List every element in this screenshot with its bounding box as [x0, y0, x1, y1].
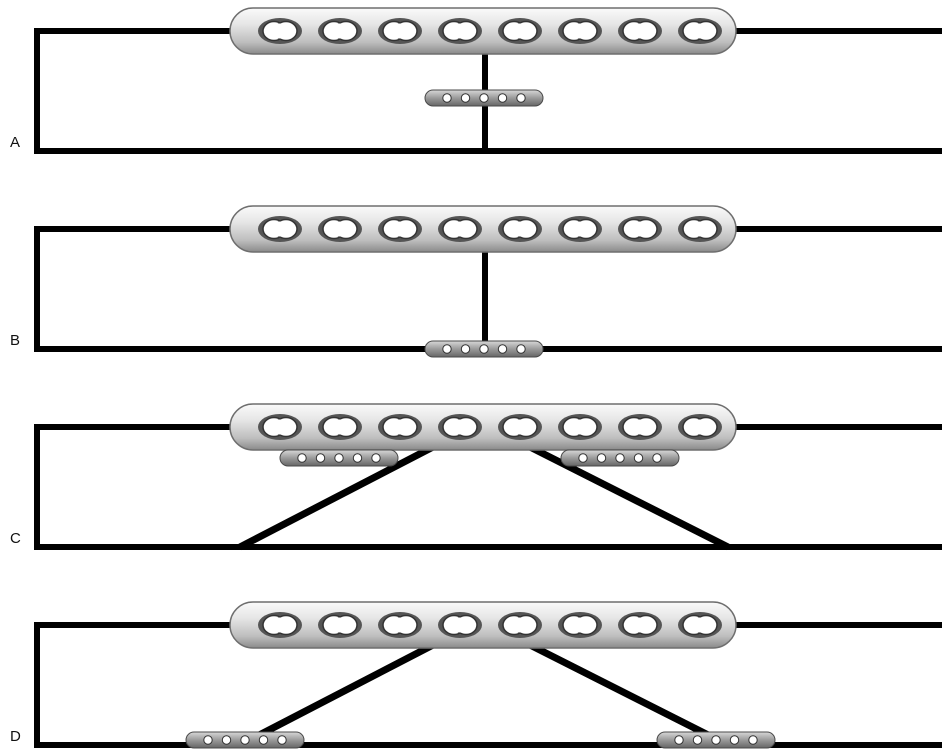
panel-label: D: [10, 728, 21, 745]
plate-hole: [498, 216, 542, 242]
small-plate-hole: [442, 93, 452, 103]
plate-hole: [678, 18, 722, 44]
small-plate-hole: [221, 735, 232, 745]
small-plate: [279, 449, 399, 467]
plate-hole: [258, 216, 302, 242]
small-plate-hole: [479, 93, 489, 103]
large-plate: [229, 601, 737, 649]
small-plate-hole: [497, 344, 508, 354]
strut-line: [238, 641, 435, 749]
small-plate-hole: [297, 453, 307, 463]
plate-hole: [498, 612, 542, 638]
small-plate-hole: [615, 453, 625, 463]
plate-hole: [378, 612, 422, 638]
plate-hole: [558, 216, 602, 242]
small-plate-hole: [516, 93, 526, 103]
plate-hole: [618, 612, 662, 638]
panel-label: A: [10, 134, 20, 151]
plate-hole: [678, 414, 722, 440]
plate-hole: [618, 414, 662, 440]
small-plate-hole: [315, 453, 326, 463]
plate-hole: [318, 612, 362, 638]
small-plate-hole: [352, 453, 363, 463]
small-plate-hole: [460, 344, 471, 354]
small-plate-hole: [516, 344, 526, 354]
strut-line: [238, 443, 435, 551]
small-plate: [656, 731, 776, 749]
plate-hole: [258, 18, 302, 44]
plate-hole: [258, 612, 302, 638]
plate-hole: [618, 216, 662, 242]
small-plate-hole: [652, 453, 662, 463]
small-plate-hole: [479, 344, 489, 354]
small-plate-hole: [578, 453, 588, 463]
large-plate: [229, 205, 737, 253]
small-plate-hole: [711, 735, 721, 745]
small-plate: [185, 731, 305, 749]
small-plate-hole: [371, 453, 381, 463]
plate-hole: [438, 18, 482, 44]
panel-b: B: [10, 205, 942, 358]
strut-line: [528, 641, 730, 749]
plate-hole: [618, 18, 662, 44]
panel-label: C: [10, 530, 21, 547]
frame-line: [34, 28, 942, 154]
large-plate: [229, 403, 737, 451]
frame-line: [34, 424, 942, 550]
small-plate-hole: [692, 735, 703, 745]
small-plate-hole: [748, 735, 758, 745]
small-plate-hole: [334, 453, 344, 463]
plate-hole: [678, 612, 722, 638]
small-plate: [424, 89, 544, 107]
plate-hole: [378, 414, 422, 440]
small-plate-hole: [203, 735, 213, 745]
small-plate: [560, 449, 680, 467]
panel-label: B: [10, 332, 20, 349]
small-plate-hole: [258, 735, 269, 745]
small-plate-hole: [240, 735, 250, 745]
small-plate-hole: [442, 344, 452, 354]
plate-hole: [558, 414, 602, 440]
panel-c: C: [10, 403, 942, 551]
plate-hole: [678, 216, 722, 242]
plate-hole: [498, 414, 542, 440]
small-plate-hole: [674, 735, 684, 745]
plate-hole: [378, 216, 422, 242]
small-plate-hole: [633, 453, 644, 463]
plate-hole: [318, 216, 362, 242]
panel-a: A: [10, 7, 942, 154]
small-plate-hole: [596, 453, 607, 463]
small-plate-hole: [729, 735, 740, 745]
large-plate: [229, 7, 737, 55]
plate-hole: [378, 18, 422, 44]
frame-line: [34, 622, 942, 748]
plate-hole: [498, 18, 542, 44]
small-plate-hole: [277, 735, 287, 745]
plate-hole: [438, 414, 482, 440]
panel-d: D: [10, 601, 942, 749]
plate-hole: [438, 612, 482, 638]
small-plate-hole: [460, 93, 471, 103]
plate-hole: [258, 414, 302, 440]
small-plate-hole: [497, 93, 508, 103]
small-plate: [424, 340, 544, 358]
plate-hole: [558, 612, 602, 638]
plate-hole: [558, 18, 602, 44]
plate-hole: [318, 18, 362, 44]
plate-hole: [438, 216, 482, 242]
plate-hole: [318, 414, 362, 440]
